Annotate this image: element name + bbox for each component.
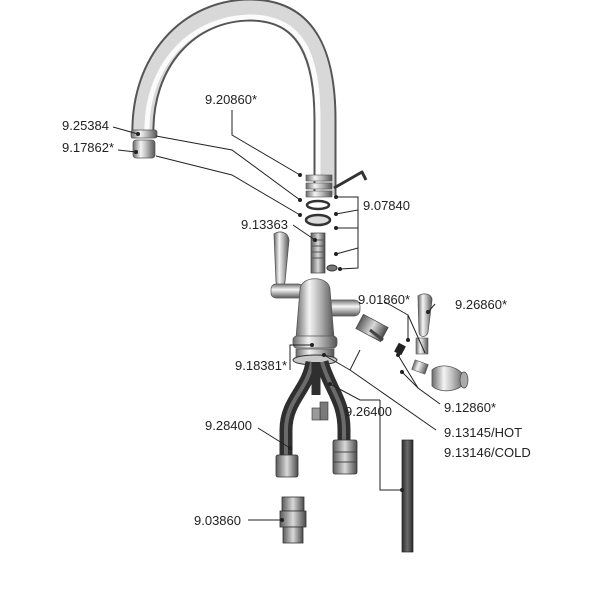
spout-group (130, 0, 337, 198)
label-9-01860: 9.01860* (358, 292, 410, 307)
label-9-20860: 9.20860* (205, 92, 257, 107)
aerator-ring (130, 129, 158, 139)
hose-nut-left (275, 454, 299, 478)
valve-cartridge (355, 313, 406, 356)
part-labels: 9.25384 9.17862* 9.20860* 9.07840 9.1336… (62, 92, 531, 528)
allen-key (333, 170, 368, 190)
right-handle-bell (411, 359, 469, 392)
small-fitting-a (319, 401, 329, 421)
left-lever-handle (273, 231, 290, 287)
spout-base-rib (305, 174, 333, 182)
o-ring-lower (304, 213, 332, 227)
label-9-26860: 9.26860* (455, 297, 507, 312)
leader-dots (134, 132, 430, 522)
spout-base-rib (305, 182, 333, 190)
label-9-25384: 9.25384 (62, 118, 109, 133)
spout-tube (133, 0, 335, 195)
label-9-03860: 9.03860 (194, 513, 241, 528)
threaded-rod (401, 439, 414, 553)
label-9-26400: 9.26400 (345, 404, 392, 419)
right-lever-handle (415, 293, 433, 355)
label-9-12860: 9.12860* (444, 400, 496, 415)
spout-tube-highlight (144, 14, 321, 195)
flexible-hoses (275, 360, 358, 478)
small-fitting-b (311, 407, 321, 421)
o-ring-upper (305, 199, 331, 211)
aerator-body (132, 139, 156, 159)
leader-lines (112, 110, 441, 521)
faucet-body (270, 278, 361, 358)
adaptor-fitting (279, 496, 307, 544)
label-9-13146-cold: 9.13146/COLD (444, 445, 531, 460)
label-9-28400: 9.28400 (205, 418, 252, 433)
spout-adaptor (310, 232, 338, 274)
label-9-07840: 9.07840 (363, 198, 410, 213)
label-9-17862: 9.17862* (62, 140, 114, 155)
spout-base-rib (305, 190, 333, 198)
label-9-13145-hot: 9.13145/HOT (444, 425, 522, 440)
label-9-18381: 9.18381* (235, 358, 287, 373)
label-9-13363: 9.13363 (241, 217, 288, 232)
hose-nut-right (332, 439, 358, 475)
